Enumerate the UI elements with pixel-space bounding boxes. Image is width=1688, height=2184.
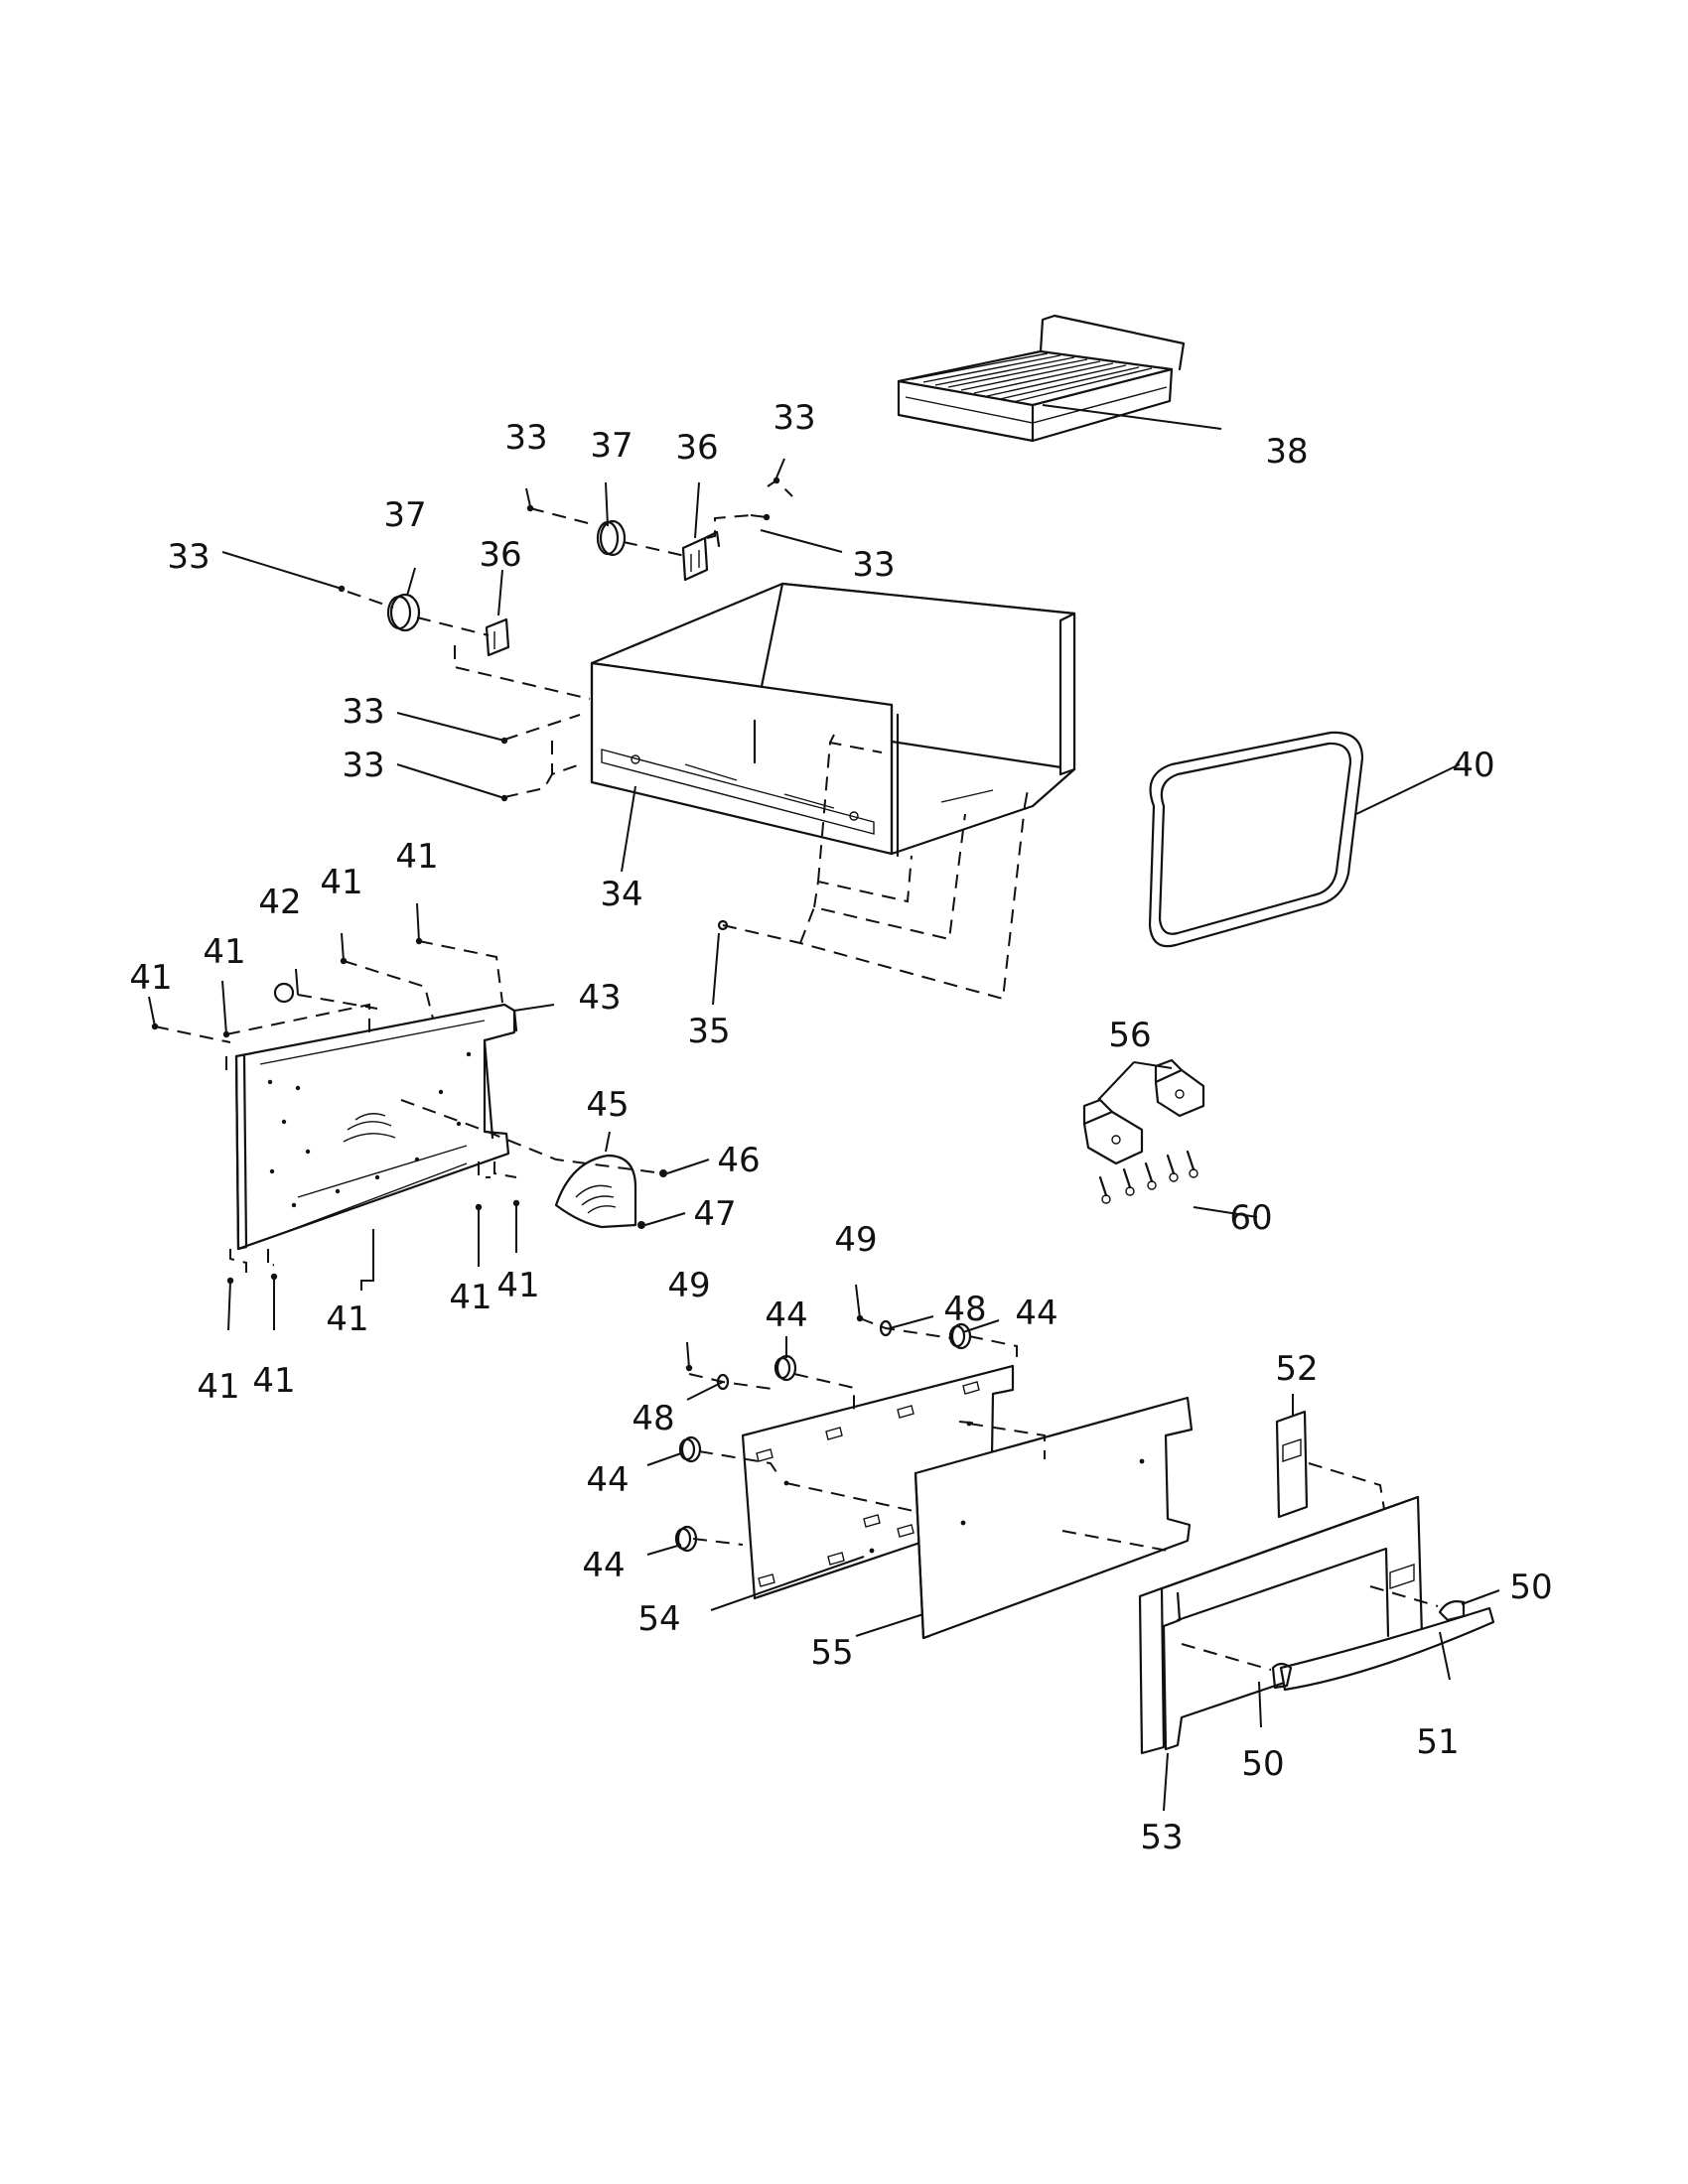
callout-54: 54: [637, 1599, 680, 1639]
callout-50-b: 50: [1509, 1568, 1552, 1607]
callout-50-a: 50: [1241, 1744, 1284, 1784]
part-43-back-panel: [234, 1003, 518, 1251]
callout-55: 55: [810, 1633, 853, 1673]
callout-41-b: 41: [203, 932, 245, 972]
part-53-door-frame: [1138, 1495, 1424, 1755]
part-40-gasket: [1148, 731, 1364, 948]
callout-51: 51: [1416, 1722, 1459, 1762]
callout-41-f: 41: [252, 1361, 295, 1401]
callout-34: 34: [600, 875, 642, 914]
callout-36-b: 36: [479, 535, 521, 575]
part-37-upper-disc: [596, 519, 627, 557]
callout-44-d: 44: [582, 1546, 625, 1585]
callout-33-a: 33: [504, 418, 547, 458]
callout-37-b: 37: [383, 495, 426, 535]
callout-44-b: 44: [1015, 1294, 1057, 1333]
callout-49-b: 49: [834, 1220, 877, 1260]
part-36-lower-bracket: [485, 617, 510, 657]
callout-43: 43: [578, 978, 621, 1018]
part-51-handle: [1279, 1606, 1495, 1692]
callout-labels: 33 33 33 33 33 33 34 35 36 36 37 37 38 4…: [129, 398, 1552, 1857]
callout-48-a: 48: [632, 1399, 674, 1438]
callout-53: 53: [1140, 1818, 1183, 1857]
callout-33-e: 33: [342, 692, 384, 732]
callout-37-a: 37: [590, 426, 633, 466]
callout-44-a: 44: [765, 1296, 807, 1335]
part-36-upper-bracket: [681, 530, 721, 582]
callout-45: 45: [586, 1085, 629, 1125]
part-55-door-sheet: [914, 1396, 1194, 1640]
callout-41-a: 41: [129, 958, 172, 998]
callout-36-a: 36: [675, 428, 718, 468]
callout-49-a: 49: [667, 1266, 710, 1305]
callout-47: 47: [693, 1194, 736, 1234]
part-54-inner-panel: [741, 1364, 1015, 1600]
part-42-plug: [273, 982, 295, 1004]
callout-41-i: 41: [496, 1266, 539, 1305]
callout-56: 56: [1108, 1016, 1151, 1055]
assembly-dashed-lines: [154, 478, 1439, 1671]
callout-60: 60: [1229, 1198, 1272, 1238]
part-43-panel-holes: [267, 1051, 472, 1208]
part-52-latch-plate: [1275, 1410, 1309, 1519]
callout-33-c: 33: [852, 545, 895, 585]
callout-33-f: 33: [342, 746, 384, 785]
leader-dots: [151, 477, 864, 1372]
leader-lines: [148, 404, 1500, 1812]
part-34-drawer-box: [590, 582, 1076, 858]
callout-52: 52: [1275, 1349, 1318, 1389]
part-38-wire-rack: [897, 314, 1186, 443]
part-50-handle-ends: [1271, 1600, 1466, 1690]
callout-41-h: 41: [449, 1278, 492, 1317]
callout-38: 38: [1265, 432, 1308, 472]
callout-33-d: 33: [167, 537, 210, 577]
part-37-lower-disc: [386, 593, 421, 632]
part-56-brackets: [1082, 1058, 1205, 1165]
callout-41-c: 41: [320, 863, 362, 902]
callout-41-d: 41: [395, 837, 438, 877]
callout-35: 35: [687, 1012, 730, 1051]
callout-33-b: 33: [773, 398, 815, 438]
part-45-cover: [554, 1154, 637, 1229]
callout-41-e: 41: [197, 1367, 239, 1407]
callout-46: 46: [717, 1141, 760, 1180]
callout-44-c: 44: [586, 1460, 629, 1500]
callout-42: 42: [258, 883, 301, 922]
callout-41-g: 41: [326, 1299, 368, 1339]
callout-40: 40: [1452, 746, 1494, 785]
part-60-screws: [1098, 1150, 1198, 1204]
callout-48-b: 48: [943, 1290, 986, 1329]
part-44-bumpers: [674, 1322, 972, 1553]
